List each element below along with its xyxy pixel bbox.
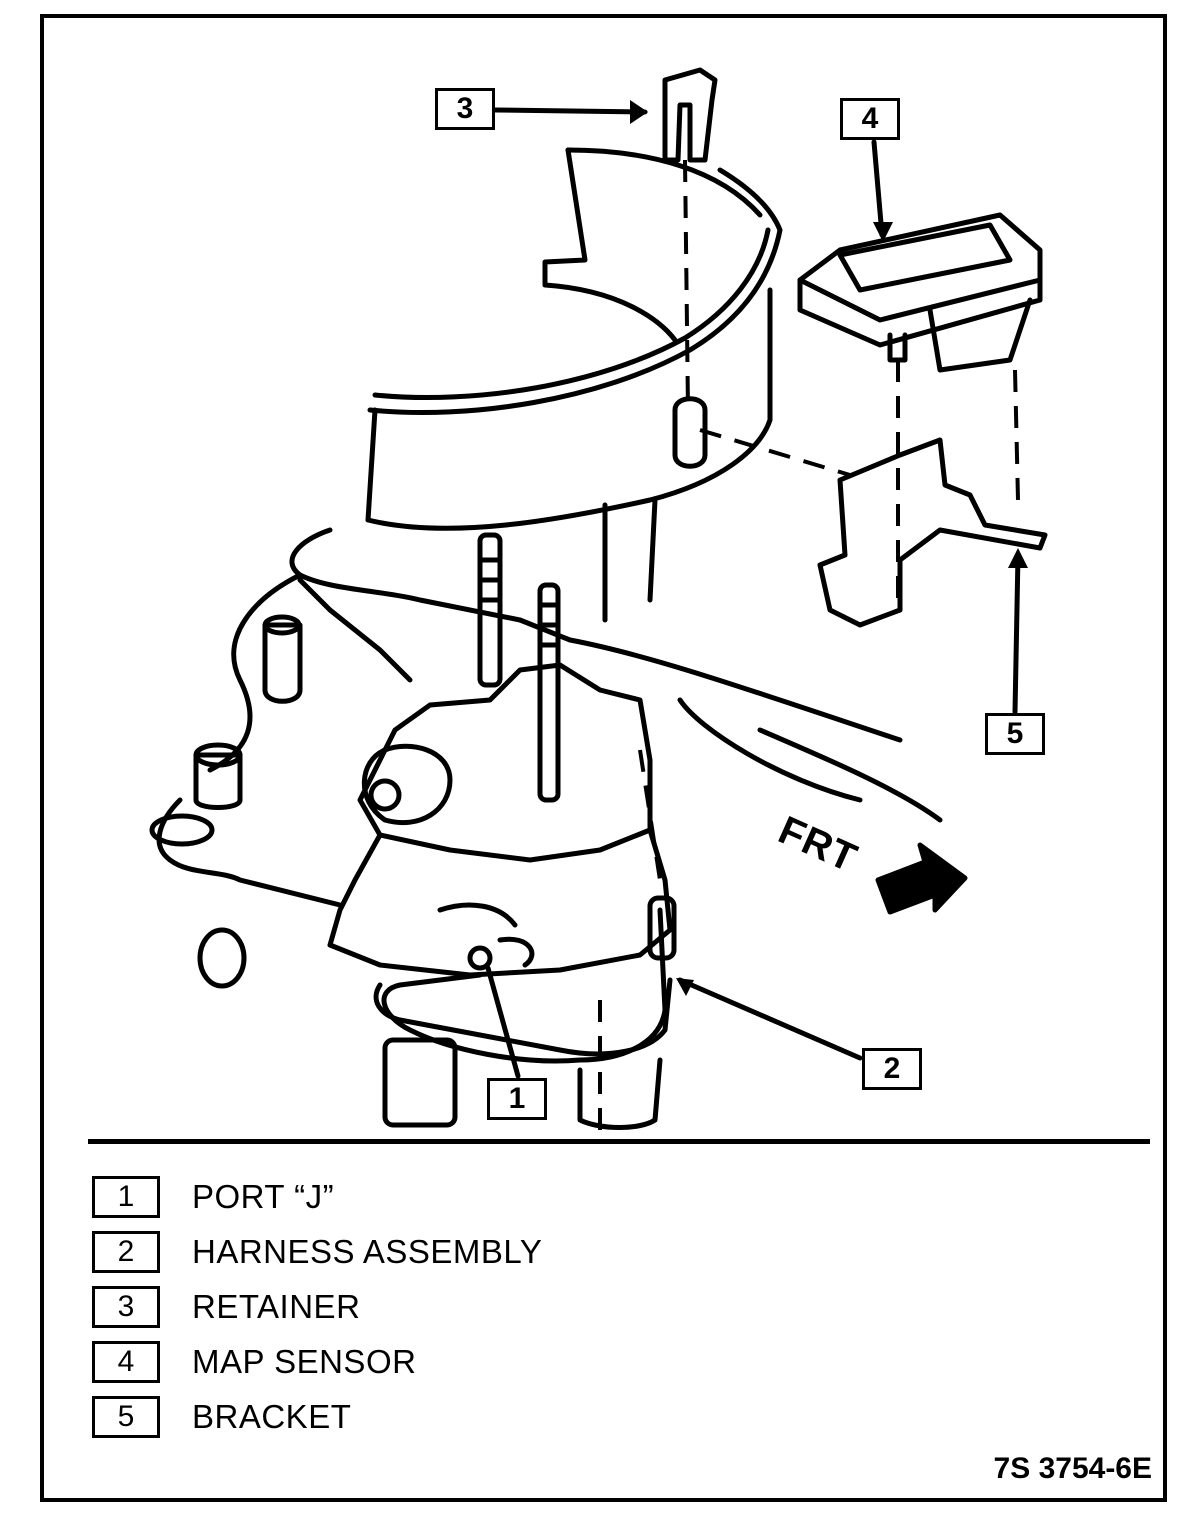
legend-number: 4 — [92, 1341, 160, 1383]
bracket — [817, 437, 1048, 628]
callout-3: 3 — [435, 88, 495, 130]
front-arrow — [875, 842, 968, 915]
legend-label: MAP SENSOR — [192, 1343, 417, 1380]
legend-label: PORT “J” — [192, 1178, 335, 1215]
callout-1: 1 — [487, 1078, 547, 1120]
legend-label: RETAINER — [192, 1288, 361, 1325]
legend: 1 PORT “J” 2 HARNESS ASSEMBLY 3 RETAINER… — [92, 1175, 542, 1450]
legend-number: 5 — [92, 1396, 160, 1438]
map-sensor-body — [797, 212, 1043, 323]
throttle-base — [373, 977, 673, 1057]
legend-label: BRACKET — [192, 1398, 352, 1435]
legend-item: 5 BRACKET — [92, 1395, 542, 1439]
bolt-right-stud — [537, 582, 561, 803]
legend-number: 1 — [92, 1176, 160, 1218]
callout-4: 4 — [840, 98, 900, 140]
legend-number: 2 — [92, 1231, 160, 1273]
retainer-clip — [662, 67, 718, 163]
bolt-left-stud — [477, 532, 503, 688]
harness-wire — [381, 907, 668, 1064]
air-cleaner-rim — [367, 167, 783, 415]
intake-manifold — [289, 527, 903, 743]
callout-2: 2 — [862, 1048, 922, 1090]
legend-item: 1 PORT “J” — [92, 1175, 542, 1219]
callout-5: 5 — [985, 713, 1045, 755]
throttle-body — [357, 662, 653, 863]
figure-code: 7S 3754-6E — [993, 1452, 1152, 1485]
housing-slot — [672, 396, 708, 469]
legend-item: 2 HARNESS ASSEMBLY — [92, 1230, 542, 1274]
legend-item: 4 MAP SENSOR — [92, 1340, 542, 1384]
legend-number: 3 — [92, 1286, 160, 1328]
legend-item: 3 RETAINER — [92, 1285, 542, 1329]
legend-label: HARNESS ASSEMBLY — [192, 1233, 543, 1270]
legend-divider — [88, 1139, 1150, 1144]
housing-skirt — [365, 287, 773, 531]
